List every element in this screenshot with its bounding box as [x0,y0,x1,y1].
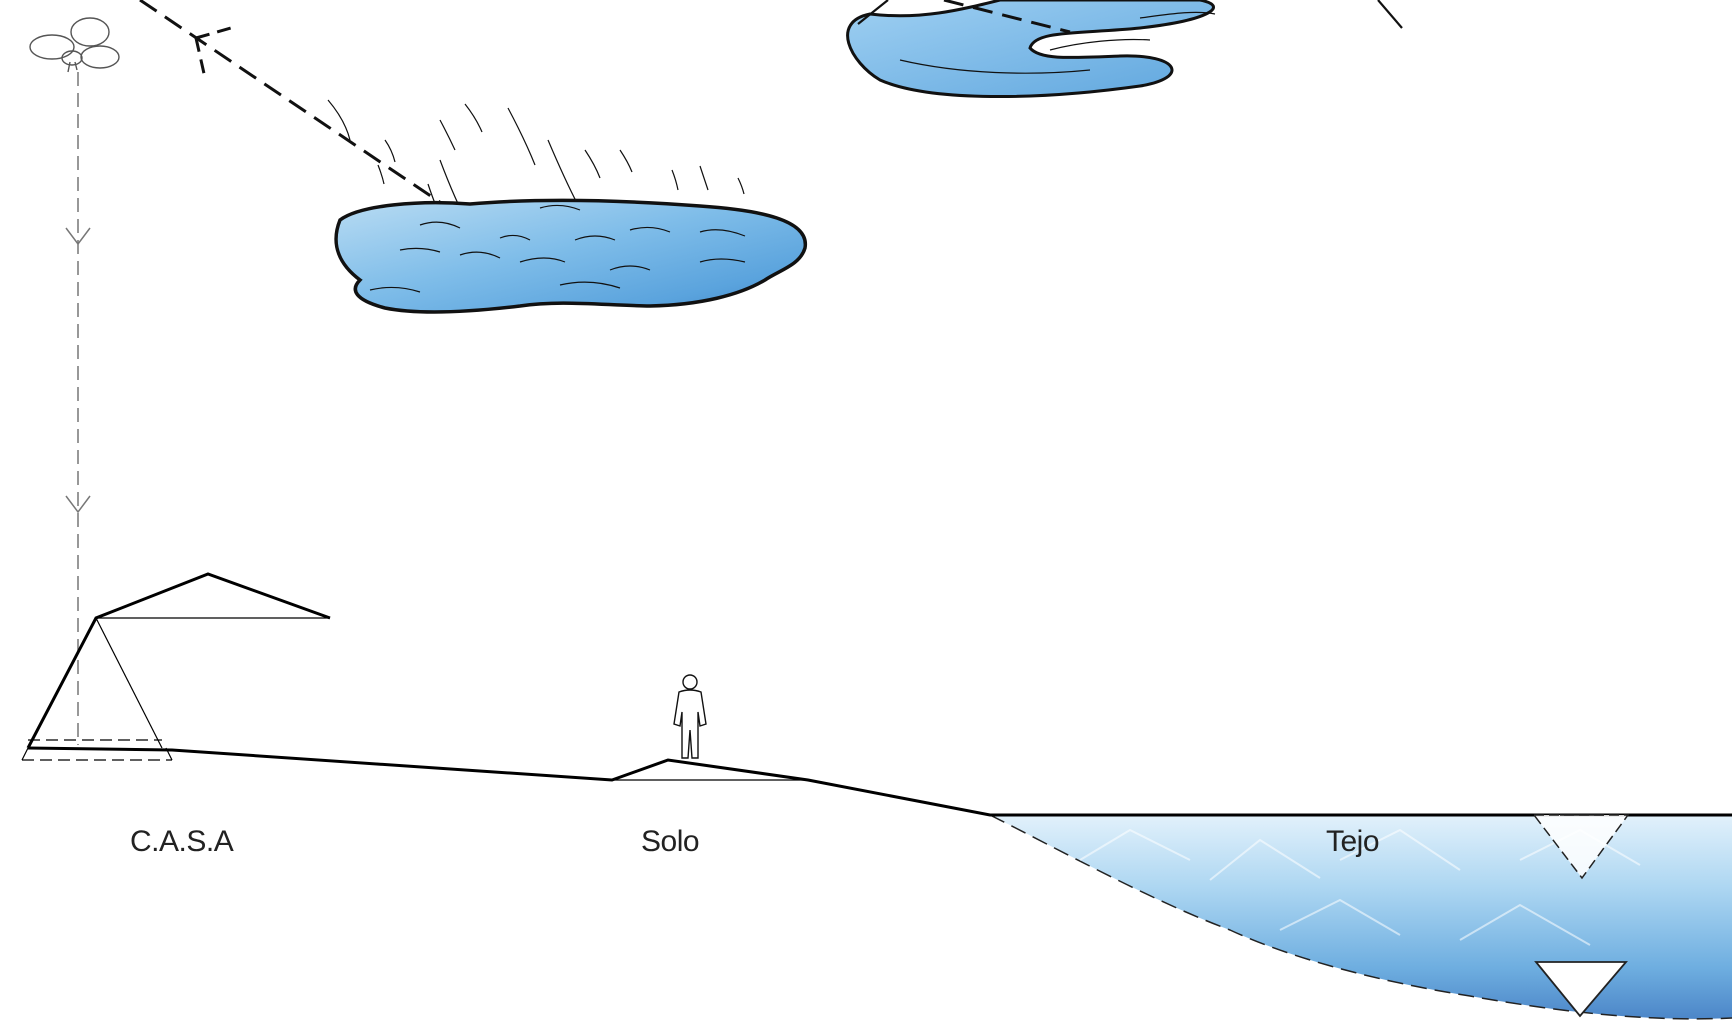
house-outline [22,574,330,760]
label-solo: Solo [641,825,699,859]
person-silhouette-icon [674,675,706,758]
upper-river [848,0,1215,97]
label-casa: C.A.S.A [130,825,233,859]
precipitation-drop-line [66,72,90,745]
ground-profile [28,748,1732,815]
pond [336,200,805,312]
cloud-icon [30,18,119,72]
label-tejo: Tejo [1326,825,1379,859]
